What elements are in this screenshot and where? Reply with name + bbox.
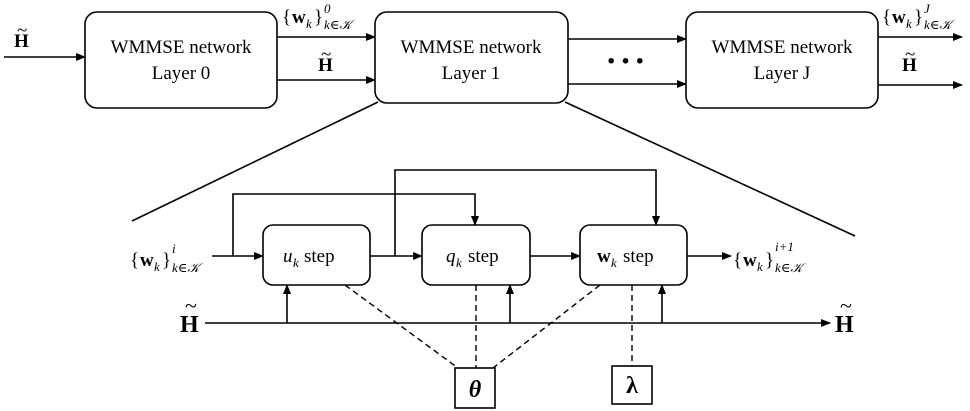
svg-text:step: step [623, 246, 654, 267]
svg-text:w: w [140, 250, 154, 271]
svg-text:0: 0 [324, 1, 331, 16]
svg-text:k: k [906, 16, 912, 31]
svg-text:θ: θ [469, 377, 482, 403]
label-h-tilde-left: H ~ [180, 293, 199, 338]
svg-text:Layer 1: Layer 1 [442, 63, 501, 84]
layer-J-block: WMMSE network Layer J [685, 11, 879, 109]
svg-text:H: H [902, 55, 917, 76]
zoom-line-right [564, 101, 856, 237]
svg-text:k∈𝒦: k∈𝒦 [172, 260, 203, 275]
svg-text:k: k [154, 259, 160, 274]
svg-text:k: k [611, 255, 617, 270]
input-h-tilde-label: H ~ [14, 20, 29, 52]
layer-0-block: WMMSE network Layer 0 [84, 11, 278, 109]
theta-parameter-box: θ [454, 367, 496, 409]
svg-text:H: H [14, 31, 29, 52]
svg-text:~: ~ [905, 44, 915, 65]
svg-text:{: { [130, 250, 139, 271]
svg-text:λ: λ [626, 373, 638, 399]
svg-text:k∈𝒦: k∈𝒦 [775, 260, 806, 275]
svg-text:k: k [757, 259, 763, 274]
svg-text:H: H [180, 312, 199, 338]
svg-text:k: k [306, 16, 312, 31]
label-h-tilde-right: H ~ [835, 293, 854, 338]
svg-text:H: H [318, 55, 333, 76]
svg-text:}: } [314, 7, 323, 28]
svg-text:}: } [162, 250, 171, 271]
svg-text:k: k [293, 255, 299, 270]
lambda-parameter-box: λ [611, 365, 653, 405]
svg-text:~: ~ [840, 293, 852, 318]
label-h-tilde-layerJ: H ~ [902, 44, 917, 76]
svg-text:~: ~ [185, 293, 197, 318]
svg-text:u: u [283, 246, 293, 267]
svg-text:}: } [914, 7, 923, 28]
svg-text:{: { [733, 250, 742, 271]
svg-text:H: H [835, 312, 854, 338]
svg-text:~: ~ [321, 44, 331, 65]
svg-text:step: step [304, 246, 335, 267]
svg-text:WMMSE network: WMMSE network [401, 37, 542, 58]
svg-text:w: w [892, 7, 906, 28]
dash-u-step-to-theta [344, 284, 459, 369]
layer-1-block: WMMSE network Layer 1 [374, 11, 569, 104]
ellipsis-dots: ··· [605, 43, 648, 80]
label-w-sup-J: { w k } J k∈𝒦 [882, 1, 955, 32]
svg-text:k∈𝒦: k∈𝒦 [924, 17, 955, 32]
svg-text:J: J [924, 1, 931, 16]
svg-text:k∈𝒦: k∈𝒦 [324, 17, 355, 32]
svg-text:i: i [172, 241, 176, 256]
label-w-sup-i: { w k } i k∈𝒦 [130, 241, 203, 275]
svg-text:w: w [743, 250, 757, 271]
arrow-u-step-skip-to-w-step [394, 169, 660, 256]
w-step-block: w k step [579, 224, 688, 286]
svg-text:k: k [456, 255, 462, 270]
u-step-block: u k step [262, 224, 371, 286]
dash-w-step-to-theta [492, 284, 601, 369]
svg-text:Layer J: Layer J [754, 63, 810, 84]
label-h-tilde-layer0: H ~ [318, 44, 333, 76]
svg-text:~: ~ [17, 20, 27, 41]
label-w-sup-i-plus-1: { w k } i+1 k∈𝒦 [733, 239, 806, 275]
zoom-line-left [131, 101, 379, 222]
svg-text:WMMSE network: WMMSE network [111, 37, 252, 58]
label-w-sup-0: { w k } 0 k∈𝒦 [282, 1, 355, 32]
svg-text:Layer 0: Layer 0 [152, 63, 211, 84]
svg-text:q: q [446, 246, 456, 267]
svg-text:w: w [292, 7, 306, 28]
svg-text:w: w [597, 246, 611, 267]
q-step-block: q k step [421, 224, 531, 286]
svg-text:step: step [468, 246, 499, 267]
svg-text:{: { [282, 7, 291, 28]
svg-text:i+1: i+1 [775, 239, 794, 254]
arrow-w-input-skip-to-q-step [232, 193, 479, 256]
svg-text:{: { [882, 7, 891, 28]
svg-text:}: } [765, 250, 774, 271]
svg-text:WMMSE network: WMMSE network [712, 37, 853, 58]
